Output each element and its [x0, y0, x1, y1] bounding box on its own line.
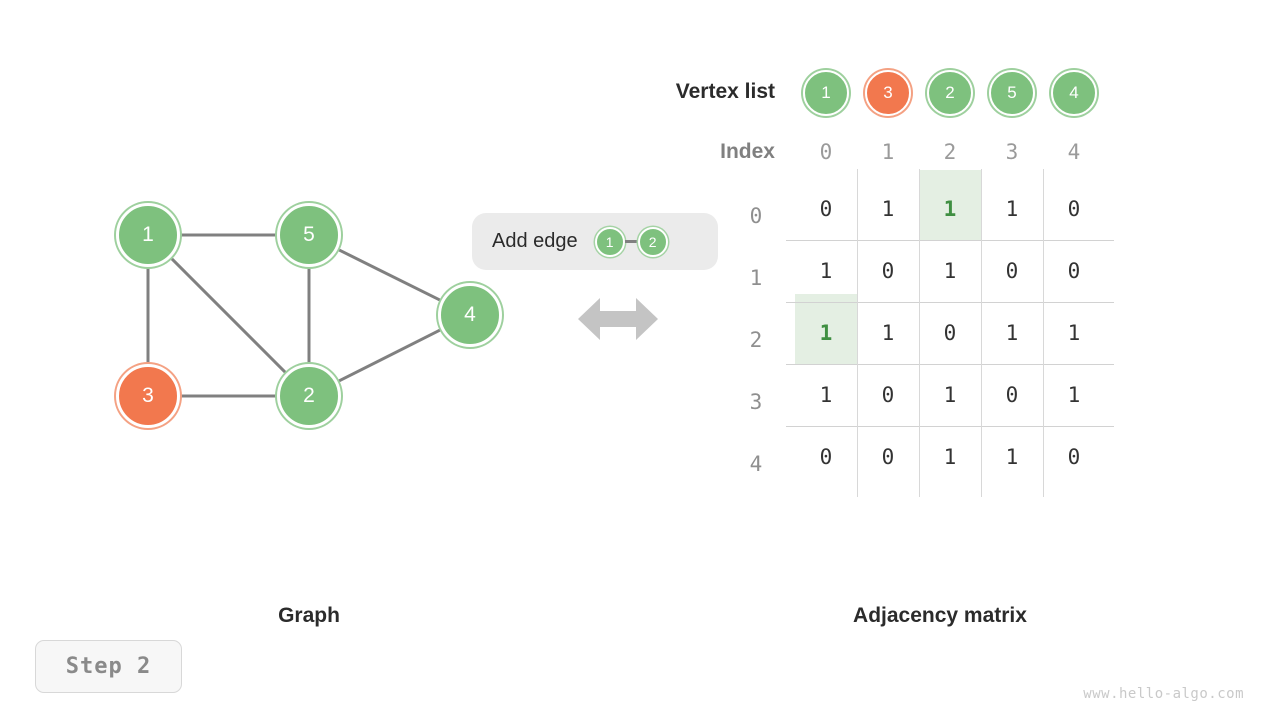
matrix-hline	[786, 364, 1114, 365]
graph-node-2[interactable]: 2	[277, 364, 341, 428]
graph-node-5[interactable]: 5	[277, 203, 341, 267]
index-number-3: 3	[1005, 140, 1019, 164]
graph-node-4[interactable]: 4	[438, 283, 502, 347]
matrix-cell-4-1[interactable]: 0	[881, 445, 895, 469]
add-edge-label: Add edge	[492, 230, 578, 252]
vertex-circle-4[interactable]: 4	[1051, 70, 1097, 116]
watermark: www.hello-algo.com	[1083, 686, 1244, 702]
graph-edge	[337, 328, 442, 383]
matrix-highlight-band	[795, 294, 857, 302]
matrix-cell-2-3[interactable]: 1	[1005, 321, 1019, 345]
graph-edges	[146, 233, 442, 398]
graph-caption: Graph	[278, 604, 340, 627]
matrix-cell-3-3[interactable]: 0	[1005, 383, 1019, 407]
matrix-row-label-3: 3	[749, 390, 763, 414]
vertex-circle-3[interactable]: 3	[865, 70, 911, 116]
matrix-cell-4-2[interactable]: 1	[943, 445, 957, 469]
vertex-circle-1[interactable]: 1	[803, 70, 849, 116]
matrix-highlight-band	[919, 170, 981, 178]
matrix-cell-2-4[interactable]: 1	[1067, 321, 1081, 345]
matrix-cell-0-1[interactable]: 1	[881, 197, 895, 221]
vertex-circle-2[interactable]: 2	[927, 70, 973, 116]
matrix-cell-0-4[interactable]: 0	[1067, 197, 1081, 221]
matrix-cell-3-4[interactable]: 1	[1067, 383, 1081, 407]
index-number-1: 1	[881, 140, 895, 164]
matrix-cell-3-0[interactable]: 1	[819, 383, 833, 407]
graph-panel: 1 5 4 3 2	[0, 0, 620, 560]
vertex-list-label: Vertex list	[675, 80, 775, 103]
matrix-cell-2-2[interactable]: 0	[943, 321, 957, 345]
matrix-cell-3-1[interactable]: 0	[881, 383, 895, 407]
matrix-row-label-1: 1	[749, 266, 763, 290]
matrix-cell-4-0[interactable]: 0	[819, 445, 833, 469]
matrix-cell-4-3[interactable]: 1	[1005, 445, 1019, 469]
add-edge-node-pair: 1 2	[594, 226, 668, 257]
matrix-cell-3-2[interactable]: 1	[943, 383, 957, 407]
step-badge: Step 2	[35, 640, 182, 693]
matrix-cell-2-1[interactable]: 1	[881, 321, 895, 345]
matrix-cell-0-0[interactable]: 0	[819, 197, 833, 221]
matrix-cell-0-2[interactable]: 1	[919, 178, 981, 240]
graph-edge	[170, 257, 287, 374]
matrix-cell-1-1[interactable]: 0	[881, 259, 895, 283]
add-edge-node-b: 2	[637, 226, 668, 257]
matrix-vline	[1043, 169, 1044, 497]
matrix-hline	[786, 240, 1114, 241]
index-number-0: 0	[819, 140, 833, 164]
vertex-circle-5[interactable]: 5	[989, 70, 1035, 116]
matrix-hline	[786, 426, 1114, 427]
index-row-label: Index	[720, 140, 775, 163]
matrix-vline	[919, 169, 920, 497]
matrix-vline	[981, 169, 982, 497]
graph-edge	[337, 248, 442, 302]
matrix-cell-1-3[interactable]: 0	[1005, 259, 1019, 283]
add-edge-node-a: 1	[594, 226, 625, 257]
matrix-row-label-2: 2	[749, 328, 763, 352]
graph-node-1[interactable]: 1	[116, 203, 180, 267]
matrix-row-label-4: 4	[749, 452, 763, 476]
double-arrow-icon	[578, 298, 658, 345]
matrix-cell-1-0[interactable]: 1	[819, 259, 833, 283]
index-number-4: 4	[1067, 140, 1081, 164]
matrix-row-label-0: 0	[749, 204, 763, 228]
index-number-2: 2	[943, 140, 957, 164]
add-edge-operation-pill[interactable]: Add edge 1 2	[472, 213, 718, 270]
add-edge-connector-line	[624, 240, 638, 243]
graph-node-3[interactable]: 3	[116, 364, 180, 428]
matrix-cell-2-0[interactable]: 1	[795, 302, 857, 364]
matrix-cell-1-4[interactable]: 0	[1067, 259, 1081, 283]
matrix-cell-4-4[interactable]: 0	[1067, 445, 1081, 469]
matrix-cell-1-2[interactable]: 1	[943, 259, 957, 283]
matrix-hline	[786, 302, 1114, 303]
adjacency-matrix-caption: Adjacency matrix	[853, 604, 1027, 627]
matrix-vline	[857, 169, 858, 497]
matrix-cell-0-3[interactable]: 1	[1005, 197, 1019, 221]
